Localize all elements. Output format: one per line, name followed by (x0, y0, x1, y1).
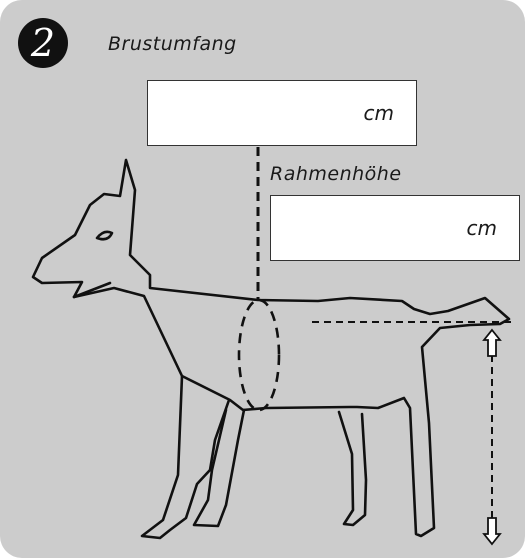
frame-height-input[interactable]: cm (270, 195, 520, 261)
step-number-badge: 2 (18, 18, 68, 68)
chest-girth-input[interactable]: cm (147, 80, 417, 146)
chest-girth-unit: cm (364, 101, 394, 125)
chest-girth-ellipse (239, 300, 279, 410)
frame-height-unit: cm (467, 216, 497, 240)
frame-height-label: Rahmenhöhe (270, 163, 402, 185)
chest-girth-label: Brustumfang (108, 33, 237, 55)
